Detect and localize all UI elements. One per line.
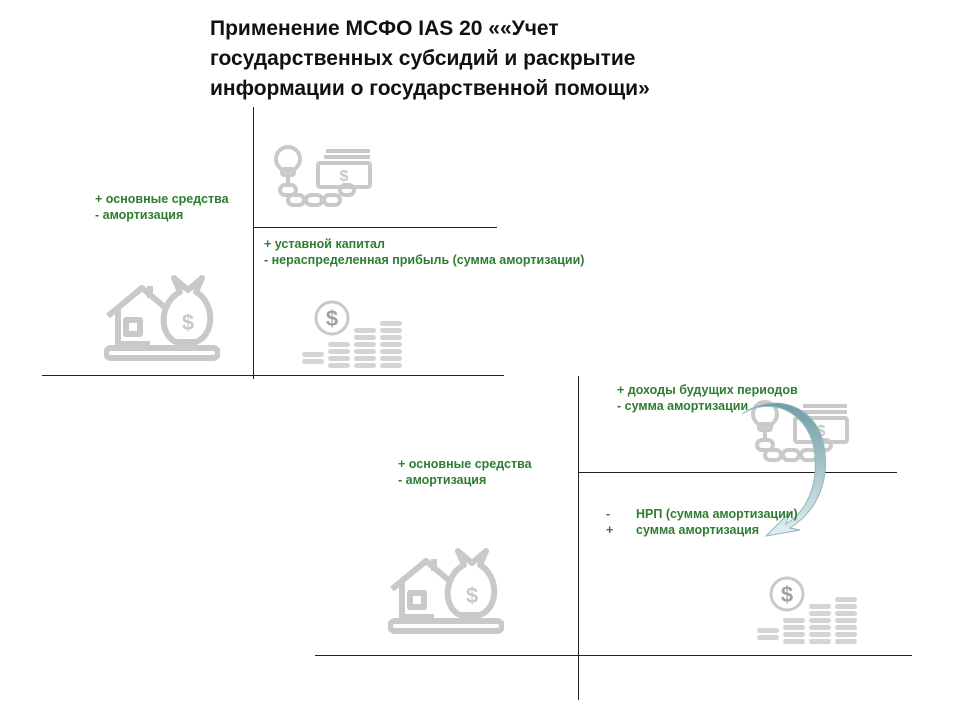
note-line: + доходы будущих периодов <box>617 383 798 397</box>
note-line: - амортизация <box>398 472 487 487</box>
scheme-2-left-note: + основные средства - амортизация <box>398 457 532 488</box>
note-text: НРП (сумма амортизации) <box>636 507 798 521</box>
title-line-2: государственных субсидий и раскрытие <box>210 47 636 70</box>
grant-money-icon: $ <box>274 145 372 207</box>
title-line-3: информации о государственной помощи» <box>210 77 650 100</box>
scheme-2-lower-note: - НРП (сумма амортизации) + сумма аморти… <box>606 507 798 538</box>
note-row: - НРП (сумма амортизации) <box>606 507 798 523</box>
scheme-2-upper-note: + доходы будущих периодов - сумма аморти… <box>617 383 798 414</box>
note-row: + сумма амортизация <box>606 523 798 539</box>
svg-text:$: $ <box>781 582 793 607</box>
svg-text:$: $ <box>817 423 826 440</box>
property-moneybag-icon: $ <box>388 548 504 634</box>
note-line: + уставной капитал <box>264 237 385 251</box>
note-line: - сумма амортизации <box>617 398 749 413</box>
svg-text:$: $ <box>326 306 338 331</box>
note-line: - амортизация <box>95 207 184 222</box>
scheme-1-horizontal-axis <box>42 375 504 376</box>
note-text: сумма амортизация <box>636 522 760 537</box>
grant-money-icon: $ <box>751 400 849 462</box>
property-moneybag-icon: $ <box>104 275 220 361</box>
coins-icon: $ <box>302 300 402 368</box>
svg-text:$: $ <box>466 583 478 608</box>
note-line: + основные средства <box>95 192 229 206</box>
scheme-1-right-note: + уставной капитал - нераспределенная пр… <box>264 237 584 268</box>
scheme-2-vertical-axis <box>578 376 579 700</box>
coins-icon: $ <box>757 576 857 644</box>
slide-title: Применение МСФО IAS 20 ««Учет государств… <box>210 14 810 104</box>
note-sign: + <box>606 522 614 537</box>
note-line: + основные средства <box>398 457 532 471</box>
note-sign: - <box>606 507 611 521</box>
scheme-2-horizontal-axis <box>315 655 912 656</box>
svg-text:$: $ <box>182 310 194 335</box>
scheme-1-vertical-axis <box>253 107 254 379</box>
title-line-1: Применение МСФО IAS 20 ««Учет <box>210 17 559 40</box>
svg-text:$: $ <box>340 168 349 185</box>
scheme-1-left-note: + основные средства - амортизация <box>95 192 229 223</box>
scheme-2-divider <box>579 472 897 473</box>
note-line: - нераспределенная прибыль (сумма аморти… <box>264 252 585 267</box>
scheme-1-divider <box>254 227 497 228</box>
